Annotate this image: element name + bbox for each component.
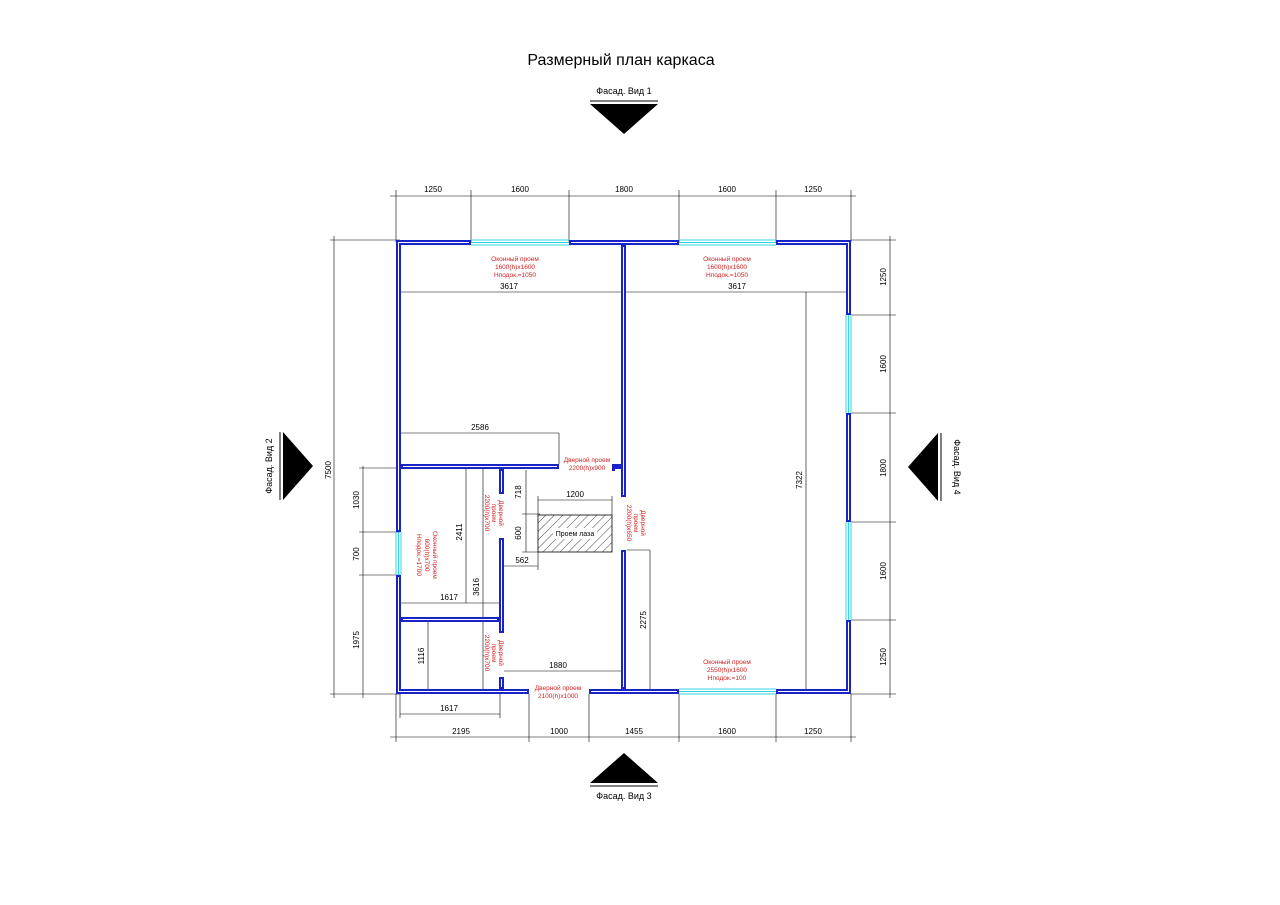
dim-top-2: 1600 [511,185,529,194]
window-left [395,532,402,575]
svg-text:Дверной: Дверной [497,640,505,666]
dim-top-5: 1250 [804,185,822,194]
interior-dimensions: 3617 3617 2586 7322 1200 718 600 562 241… [399,282,848,718]
dim-right-5: 1250 [879,648,888,666]
dim-top-1: 1250 [424,185,442,194]
annotation-window-bottom: Оконный проем 2550(h)x1600 Нподок.=100 [703,658,751,682]
dim-3616: 3616 [472,578,481,596]
svg-text:Нподок.=1050: Нподок.=1050 [706,272,748,279]
svg-text:2200(h)x700: 2200(h)x700 [483,495,490,532]
svg-text:Дверной проем: Дверной проем [535,684,582,692]
dim-bottom-5: 1250 [804,727,822,736]
annotation-door-2200x650: Дверной проем 2200(h)x650 [625,505,647,542]
svg-text:Нподок.=1700: Нподок.=1700 [415,534,422,576]
dim-2275: 2275 [639,611,648,629]
svg-text:проем: проем [632,514,639,533]
windows [395,239,852,695]
dim-1617-mid: 1617 [440,593,458,602]
hatch-opening: Проем лаза [537,514,613,553]
dim-left-1: 1030 [352,491,361,509]
dim-top-4: 1600 [718,185,736,194]
annotation-window-top-right: Оконный проем 1600(h)x1600 Нподок.=1050 [703,255,751,279]
annotation-door-2200x900: Дверной проем 2200(h)x900 [564,456,611,472]
dim-right-3: 1800 [879,459,888,477]
dim-1116: 1116 [417,647,426,664]
dimension-chain-right: 1250 1600 1800 1600 1250 [851,236,896,698]
dim-top-3: 1800 [615,185,633,194]
dim-1617-bottom: 1617 [440,704,458,713]
svg-text:Дверной: Дверной [497,500,505,526]
annotation-window-left: Оконный проем 600(h)x700 Нподок.=1700 [415,531,439,579]
svg-text:Оконный проем: Оконный проем [703,658,751,666]
svg-text:2200(h)x650: 2200(h)x650 [625,505,632,542]
dim-3617-right: 3617 [728,282,746,291]
svg-text:Нподок.=100: Нподок.=100 [708,675,747,682]
window-top-right [679,239,776,246]
dim-1880: 1880 [549,661,567,670]
svg-text:Нподок.=1050: Нподок.=1050 [494,272,536,279]
svg-text:проем: проем [490,504,497,523]
hatch-label: Проем лаза [556,531,595,538]
window-top-left [471,239,569,246]
facade-arrow-top-icon [590,104,658,134]
dim-2411: 2411 [455,523,464,541]
dimension-chain-top: 1250 1600 1800 1600 1250 [390,185,856,242]
dim-left-overall: 7500 [324,461,333,479]
facade-label-right: Фасад. Вид 4 [952,439,962,494]
dim-bottom-3: 1455 [625,727,643,736]
dim-3617-left: 3617 [500,282,518,291]
dim-7322: 7322 [795,471,804,489]
dim-562: 562 [515,556,529,565]
svg-text:Дверной: Дверной [639,510,647,536]
facade-label-top: Фасад. Вид 1 [596,86,651,96]
dim-bottom-1: 2195 [452,727,470,736]
annotation-door-2200x700-upper: Дверной проем 2200(h)x700 [483,495,505,532]
svg-text:2550(h)x1600: 2550(h)x1600 [707,667,747,674]
svg-text:600(h)x700: 600(h)x700 [423,539,430,572]
svg-text:Дверной проем: Дверной проем [564,456,611,464]
svg-text:проем: проем [490,644,497,663]
window-right-lower [845,522,852,620]
facade-arrow-bottom-icon [590,753,658,783]
dimension-chain-bottom: 2195 1000 1455 1600 1250 [390,694,856,742]
svg-text:2100(h)x1000: 2100(h)x1000 [538,693,578,700]
facade-label-left: Фасад. Вид 2 [264,438,274,493]
svg-text:Оконный проем: Оконный проем [703,255,751,263]
svg-text:1600(h)x1600: 1600(h)x1600 [707,264,747,271]
dim-left-2: 700 [352,547,361,561]
dim-1200: 1200 [566,490,584,499]
dim-right-2: 1600 [879,355,888,373]
dim-bottom-4: 1600 [718,727,736,736]
dim-2586: 2586 [471,423,489,432]
annotation-window-top-left: Оконный проем 1600(h)x1600 Нподок.=1050 [491,255,539,279]
dim-bottom-2: 1000 [550,727,568,736]
facade-arrow-left-icon [283,432,313,500]
page-title: Размерный план каркаса [527,52,714,69]
window-right-upper [845,315,852,413]
facade-label-bottom: Фасад. Вид 3 [596,791,651,801]
svg-text:2200(h)x700: 2200(h)x700 [483,635,490,672]
svg-text:Оконный проем: Оконный проем [491,255,539,263]
dim-718: 718 [514,485,523,499]
annotation-door-2100x1000: Дверной проем 2100(h)x1000 [535,684,582,700]
walls [396,240,851,694]
dim-left-3: 1975 [352,631,361,649]
facade-arrow-right-icon [908,433,938,501]
svg-text:1600(h)x1600: 1600(h)x1600 [495,264,535,271]
dim-600: 600 [514,526,523,540]
svg-text:Оконный проем: Оконный проем [431,531,439,579]
dim-right-1: 1250 [879,268,888,286]
dim-right-4: 1600 [879,562,888,580]
annotation-door-2200x700-lower: Дверной проем 2200(h)x700 [483,635,505,672]
svg-text:2200(h)x900: 2200(h)x900 [569,465,606,472]
window-bottom [679,688,776,695]
